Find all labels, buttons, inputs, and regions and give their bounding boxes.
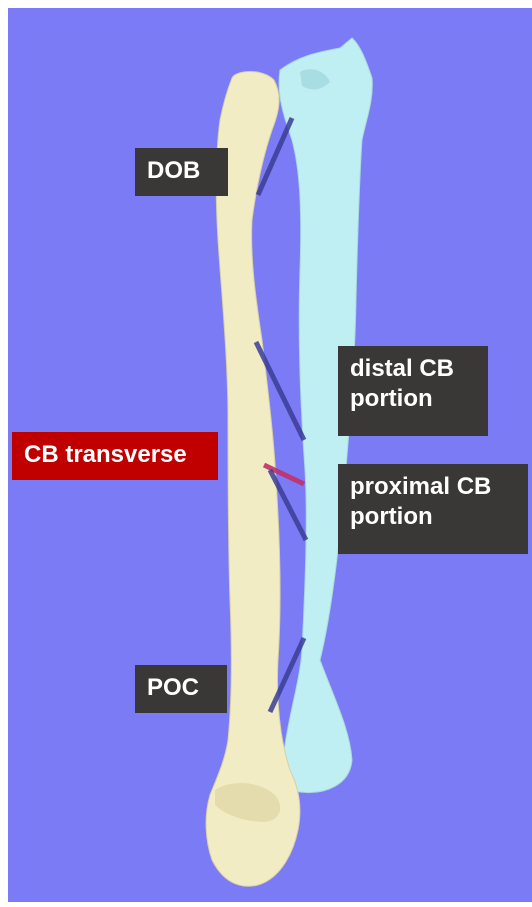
- label-dob: DOB: [135, 148, 228, 196]
- label-distal-cb-portion: distal CB portion: [338, 346, 488, 436]
- label-poc: POC: [135, 665, 227, 713]
- label-proximal-cb-portion: proximal CB portion: [338, 464, 528, 554]
- label-cb-transverse: CB transverse: [12, 432, 218, 480]
